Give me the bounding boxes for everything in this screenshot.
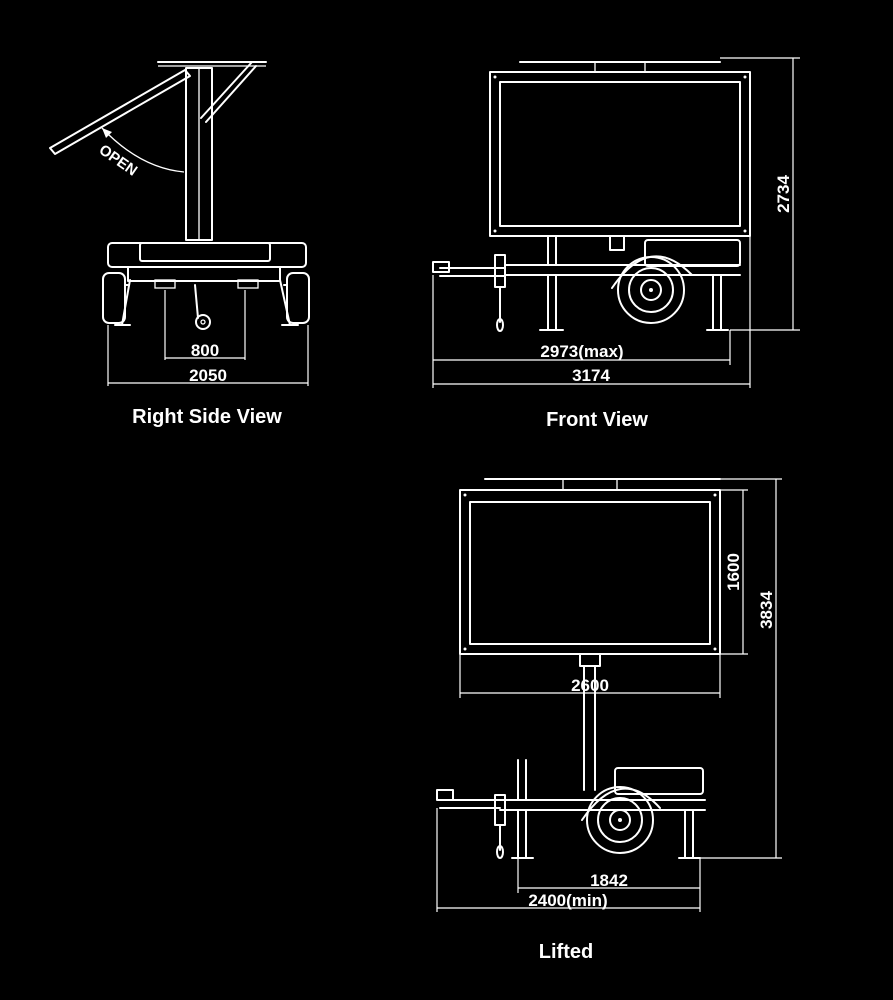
dim-3174: 3174 — [572, 366, 610, 385]
dim-2973-max: 2973(max) — [540, 342, 623, 361]
dim-1600: 1600 — [724, 553, 743, 591]
dim-1842: 1842 — [590, 871, 628, 890]
open-panel — [49, 69, 191, 155]
lifted-wheel — [586, 786, 654, 854]
right-side-view: OPEN 800 2050 Right Side View — [49, 61, 310, 428]
dim-2734: 2734 — [774, 175, 793, 213]
open-label: OPEN — [96, 141, 141, 179]
caption-right-side: Right Side View — [132, 406, 282, 428]
dim-3834: 3834 — [757, 591, 776, 629]
lifted-view: 1600 3834 2600 1842 2400(min) Lifted — [436, 478, 782, 963]
open-arc — [101, 127, 185, 173]
dim-2600: 2600 — [571, 676, 609, 695]
front-wheel — [617, 256, 685, 324]
dim-2050: 2050 — [189, 366, 227, 385]
jockey-wheel — [195, 314, 211, 330]
dim-800: 800 — [191, 341, 219, 360]
lifted-display-screen — [469, 501, 711, 645]
front-view: 2734 2973(max) 3174 Front View — [432, 57, 800, 431]
left-wheel — [102, 272, 126, 324]
caption-front: Front View — [546, 409, 648, 431]
display-frame — [489, 71, 751, 237]
lifted-display-frame — [459, 489, 721, 655]
display-screen — [499, 81, 741, 227]
caption-lifted: Lifted — [539, 941, 593, 963]
trailer-body — [107, 242, 307, 268]
right-wheel — [286, 272, 310, 324]
dim-2400-min: 2400(min) — [528, 891, 607, 910]
